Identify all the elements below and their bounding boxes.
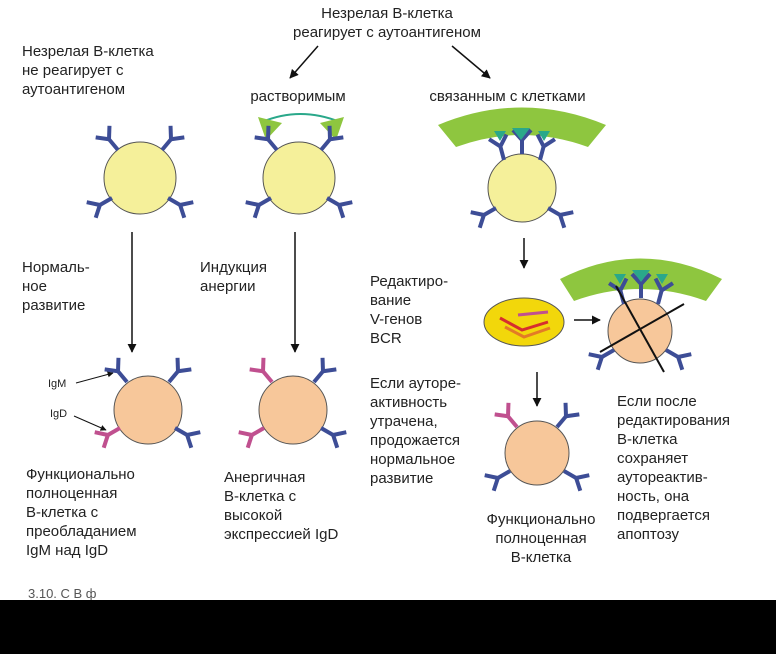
immature-cell-soluble bbox=[262, 141, 336, 215]
label-normal-development: Нормаль- ное развитие bbox=[22, 259, 90, 314]
label-functional-left: Функционально полноценная В-клетка с пре… bbox=[26, 466, 137, 559]
label-soluble: растворимым bbox=[250, 88, 346, 105]
label-left-title: Незрелая В-клетка не реагирует с аутоант… bbox=[22, 43, 154, 98]
arrow-to-soluble bbox=[289, 45, 319, 79]
label-igm: IgM bbox=[48, 378, 67, 390]
soluble-autoantigen bbox=[261, 113, 341, 123]
mature-cell-functional-right bbox=[504, 420, 570, 486]
label-anergy-induction: Индукция анергии bbox=[200, 259, 267, 295]
apoptotic-antigen-tips bbox=[614, 270, 668, 284]
label-top-title: Незрелая В-клетка реагирует с аутоантиге… bbox=[293, 5, 481, 41]
label-retained-autoreactivity: Если после редактирования В-клетка сохра… bbox=[617, 393, 731, 543]
autoantigen-membrane-top bbox=[438, 107, 606, 147]
anergic-cell bbox=[258, 375, 328, 445]
arrow-to-cell-bound bbox=[451, 45, 491, 79]
label-functional-right: Функционально полноценная В-клетка bbox=[486, 511, 596, 566]
immature-cell-left bbox=[103, 141, 177, 215]
pointer-igm bbox=[75, 371, 114, 384]
label-igd: IgD bbox=[50, 408, 68, 420]
soluble-antigen-right-piece bbox=[320, 117, 344, 140]
apoptosis-cross bbox=[599, 285, 685, 373]
diagram-art bbox=[73, 45, 722, 493]
immature-cell-cell-bound bbox=[487, 153, 557, 223]
bound-antigen-tips bbox=[494, 128, 550, 141]
mature-cell-functional-left bbox=[113, 375, 183, 445]
editing-nucleus bbox=[483, 297, 565, 347]
label-cell-bound: связанным с клетками bbox=[429, 88, 586, 105]
label-anergic: Анергичная В-клетка с высокой экспрессие… bbox=[224, 469, 339, 543]
pointer-igd bbox=[73, 415, 107, 431]
label-lost-autoreactivity: Если ауторе- активность утрачена, продож… bbox=[370, 375, 462, 487]
gene-rearrangement-icon bbox=[499, 310, 551, 339]
label-receptor-editing: Редактиро- вание V-генов BCR bbox=[370, 273, 449, 347]
figure-caption-fragment: 3.10. С В ф bbox=[28, 588, 97, 600]
